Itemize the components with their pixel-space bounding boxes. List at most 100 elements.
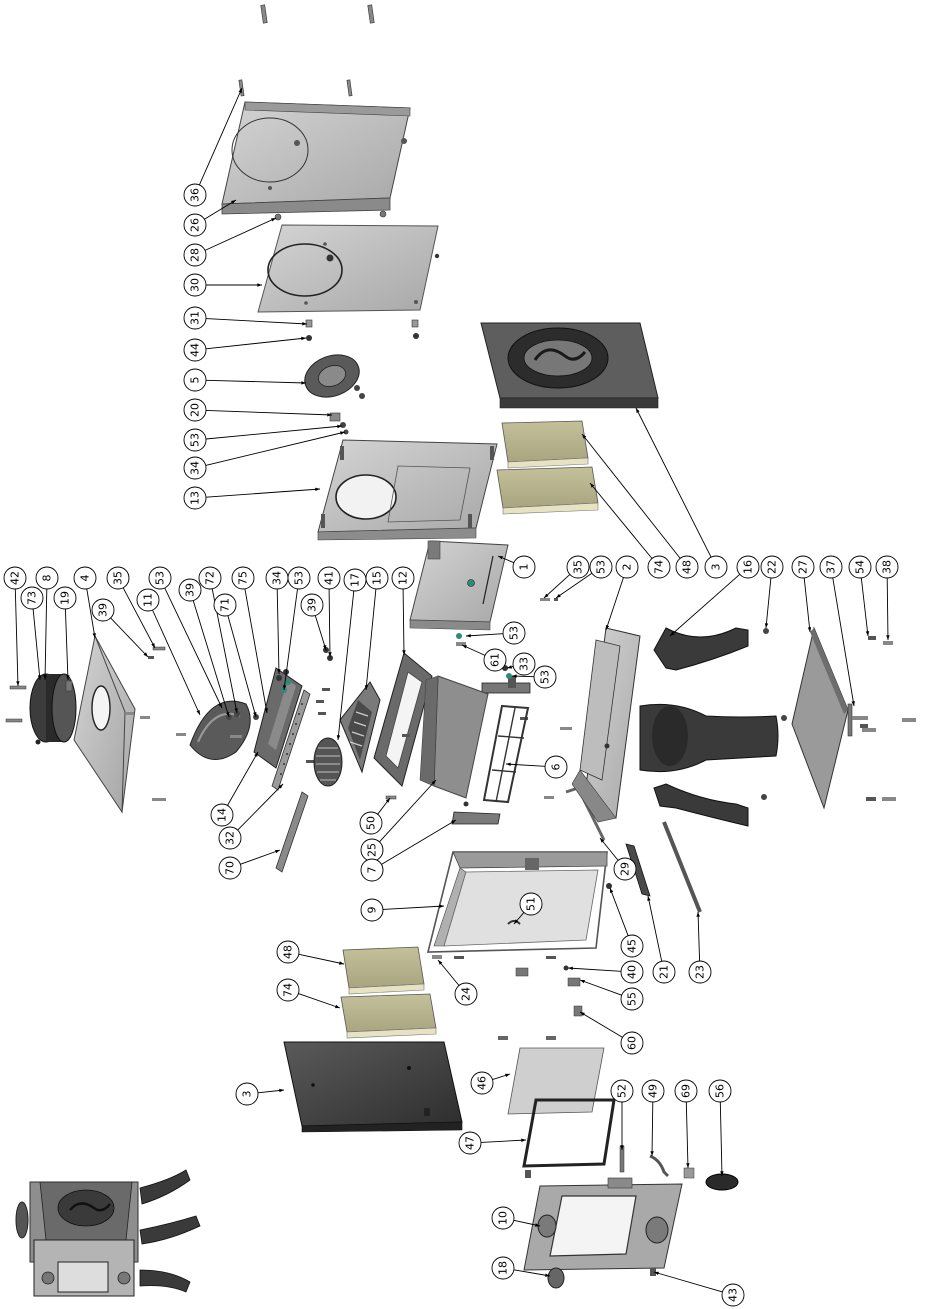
small-parts-24-40-55-60 — [432, 955, 583, 1017]
callout-circle — [210, 803, 234, 827]
callout-label: 74 — [282, 983, 295, 997]
callout-33: 33 — [512, 652, 536, 676]
callout-label: 55 — [626, 992, 639, 1006]
firebox-body-9 — [426, 851, 608, 959]
callout-label: 71 — [219, 598, 232, 612]
callout-34: 34 — [183, 456, 207, 480]
callout-circle — [35, 566, 59, 590]
callout-61: 61 — [483, 648, 507, 672]
leader-arrow-12 — [402, 650, 406, 655]
fasteners-31-44 — [305, 319, 419, 341]
callout-circle — [613, 857, 637, 881]
leader-line-53 — [465, 633, 504, 637]
callout-71: 71 — [213, 593, 237, 617]
bracket-37 — [847, 703, 876, 737]
callout-circle — [652, 960, 676, 984]
leader-line-21 — [647, 895, 663, 962]
legs-16 — [639, 627, 779, 827]
callout-circle — [183, 306, 207, 330]
callout-label: 7 — [366, 867, 379, 874]
callout-label: 75 — [237, 571, 250, 585]
callout-label: 48 — [282, 945, 295, 959]
leader-line-40 — [567, 967, 622, 972]
leader-arrow-27 — [807, 627, 812, 632]
callout-label: 2 — [621, 564, 634, 571]
leader-arrow-30 — [257, 283, 262, 287]
callout-label: 37 — [825, 560, 838, 574]
callout-circle — [73, 566, 97, 590]
callout-label: 3 — [710, 564, 723, 571]
bolts-35-39 — [148, 646, 166, 659]
callout-circle — [183, 456, 207, 480]
leader-arrow-13 — [315, 487, 320, 491]
part-19 — [65, 680, 73, 692]
callout-circle — [231, 566, 255, 590]
callout-label: 54 — [854, 560, 867, 574]
callout-55: 55 — [620, 987, 644, 1011]
callout-15: 15 — [365, 566, 389, 590]
callout-label: 39 — [306, 598, 319, 612]
side-panel-3-ornate — [480, 322, 659, 409]
callout-label: 34 — [189, 461, 202, 475]
callout-73: 73 — [20, 586, 44, 610]
leader-line-9 — [382, 905, 445, 910]
callout-circle — [721, 1283, 745, 1307]
callout-circle — [620, 987, 644, 1011]
callout-53: 53 — [183, 428, 207, 452]
callout-circle — [360, 898, 384, 922]
leader-arrow-2 — [605, 625, 610, 630]
callout-35: 35 — [106, 566, 130, 590]
callout-label: 56 — [714, 1084, 727, 1098]
leader-line-25 — [379, 779, 437, 843]
callout-60: 60 — [620, 1031, 644, 1055]
callout-43: 43 — [721, 1283, 745, 1307]
leader-arrow-26 — [231, 200, 236, 204]
callout-label: 39 — [97, 603, 110, 617]
leader-arrow-50 — [385, 798, 390, 803]
callout-circle — [533, 665, 557, 689]
callout-circle — [512, 555, 536, 579]
callout-label: 1 — [518, 564, 531, 571]
callout-12: 12 — [391, 566, 415, 590]
leader-line-35 — [122, 587, 156, 649]
callout-45: 45 — [620, 934, 644, 958]
callout-circle — [213, 593, 237, 617]
leader-line-39 — [192, 600, 230, 718]
callout-circle — [218, 856, 242, 880]
callout-circle — [708, 1079, 732, 1103]
callout-label: 42 — [9, 571, 22, 585]
callout-label: 53 — [595, 560, 608, 574]
callout-53: 53 — [148, 566, 172, 590]
leader-arrow-56 — [720, 1171, 724, 1176]
callout-56: 56 — [708, 1079, 732, 1103]
callout-48: 48 — [675, 555, 699, 579]
callout-44: 44 — [183, 338, 207, 362]
leader-line-41 — [328, 588, 331, 658]
leader-line-28 — [204, 217, 277, 251]
leader-arrow-9 — [439, 904, 444, 908]
leader-arrow-44 — [301, 336, 306, 341]
leader-line-5 — [205, 379, 307, 384]
callout-label: 29 — [619, 862, 632, 876]
callout-3: 3 — [235, 1082, 259, 1106]
leader-arrow-53 — [512, 674, 517, 678]
callout-30: 30 — [183, 273, 207, 297]
callout-21: 21 — [652, 960, 676, 984]
leader-arrow-3 — [636, 408, 640, 413]
callout-26: 26 — [183, 213, 207, 237]
callout-74: 74 — [276, 978, 300, 1002]
callout-circle — [647, 555, 671, 579]
leader-arrow-49 — [650, 1151, 654, 1156]
callout-53: 53 — [589, 555, 613, 579]
leader-line-27 — [803, 577, 811, 633]
leader-line-45 — [609, 887, 629, 936]
gasket-47 — [522, 1098, 616, 1178]
flue-collar-8 — [29, 673, 77, 745]
leader-line-13 — [205, 488, 321, 498]
leader-arrow-5 — [301, 381, 306, 385]
callout-39: 39 — [300, 593, 324, 617]
callout-39: 39 — [178, 578, 202, 602]
callout-circle — [704, 555, 728, 579]
leader-line-26 — [204, 199, 237, 220]
leader-line-3 — [635, 407, 712, 558]
